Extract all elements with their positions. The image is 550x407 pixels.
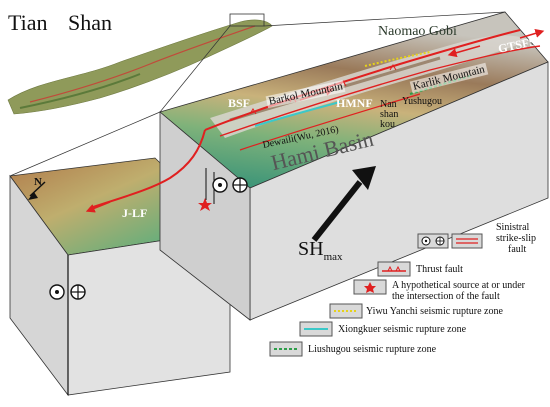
shmax-arrow [311, 166, 376, 242]
shmax-subscript: max [323, 251, 343, 263]
shmax-main: SH [298, 238, 324, 260]
legend-source-line-2: the intersection of the fault [392, 291, 500, 302]
shmax-label: SHmax [298, 238, 343, 263]
yushugou-label: Yushugou [402, 96, 443, 107]
jlf-label: J-LF [122, 206, 148, 220]
legend-thrust: Thrust fault [416, 264, 463, 275]
legend-yiwu: Yiwu Yanchi seismic rupture zone [366, 306, 503, 317]
hmnf-label: HMNF [336, 96, 373, 110]
legend-liushugou: Liushugou seismic rupture zone [308, 344, 437, 355]
legend-sinistral-line-2: strike-slip [496, 233, 536, 244]
nan-shan-kou-line-3: kou [380, 119, 395, 130]
compass-label: N [34, 176, 42, 188]
legend-sinistral: Sinistral strike-slip fault [496, 222, 536, 255]
slip-symbols-left-block [49, 284, 86, 300]
compass-arrow [28, 181, 46, 200]
legend-source: A hypothetical source at or under the in… [392, 280, 525, 302]
inset-connector-left [9, 111, 161, 177]
nan-shan-kou-line-1: Nan [380, 99, 397, 110]
naomao-gobi-label: Naomao Gobi [378, 24, 457, 39]
bsf-label: BSF [228, 96, 251, 110]
legend-source-line-1: A hypothetical source at or under [392, 280, 526, 291]
legend-sinistral-line-1: Sinistral [496, 222, 530, 233]
legend-xiongkuer: Xiongkuer seismic rupture zone [338, 324, 467, 335]
legend-sinistral-line-3: fault [508, 244, 527, 255]
right-block [159, 11, 549, 321]
nan-shan-kou-line-2: shan [380, 109, 399, 120]
legend-symbols [269, 233, 483, 357]
nan-shan-kou-label: Nan shan kou [380, 100, 398, 130]
slip-symbols-top [212, 177, 248, 193]
tian-label: Tian [8, 10, 48, 35]
hypothetical-source-star [198, 198, 212, 211]
tian-shan-overview-map [7, 11, 506, 115]
shan-label: Shan [68, 10, 112, 35]
